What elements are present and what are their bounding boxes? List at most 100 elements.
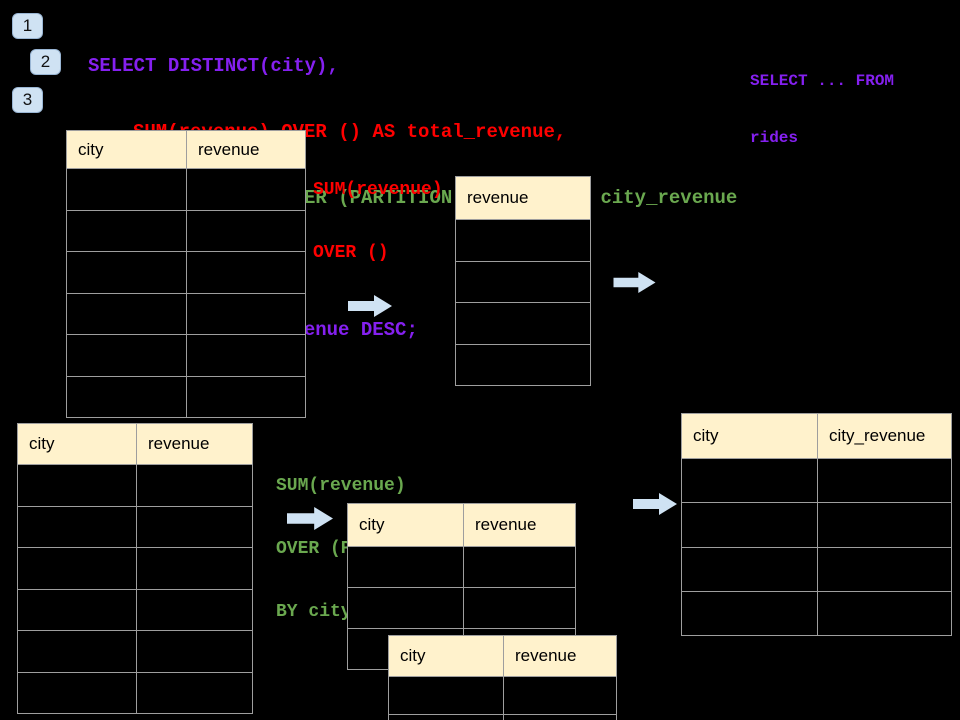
side-note-line-2: rides: [750, 129, 799, 147]
table-cell: [464, 588, 575, 628]
column-header: city: [682, 414, 818, 458]
table-cell: [187, 293, 305, 334]
table-cell: [348, 588, 464, 628]
column-header: revenue: [475, 515, 537, 534]
table-cell: [137, 465, 252, 506]
column-header: city: [348, 504, 464, 546]
table-row: [682, 502, 951, 547]
column-header: city: [18, 424, 137, 464]
annotation-total-line-2: OVER (): [313, 243, 389, 263]
table-total-revenue: revenue: [455, 176, 591, 386]
table-row: [348, 546, 575, 587]
table-cell: [18, 465, 137, 506]
table-row: [18, 671, 252, 713]
flow-arrow-to-partition: [287, 507, 333, 530]
table-partition-overlay: city revenue: [388, 635, 617, 720]
table-cell: [187, 210, 305, 251]
table-source-top: city revenue: [66, 130, 306, 418]
table-row: [456, 343, 590, 385]
table-row: [348, 587, 575, 628]
table-cell: [818, 591, 951, 635]
table-header-row: revenue: [456, 177, 590, 219]
table-cell: [456, 344, 590, 385]
table-row: [67, 375, 305, 417]
column-header: city: [389, 636, 504, 676]
table-row: [389, 714, 616, 720]
table-cell: [67, 376, 187, 417]
table-cell: [187, 252, 305, 293]
sql-line-select: SELECT DISTINCT(city),: [88, 55, 339, 77]
table-row: [18, 505, 252, 547]
flow-arrow-to-total: [348, 295, 392, 317]
table-row: [18, 547, 252, 589]
table-row: [682, 546, 951, 591]
column-header: revenue: [515, 646, 577, 665]
table-cell: [67, 252, 187, 293]
table-cell: [818, 503, 951, 547]
table-cell: [456, 220, 590, 261]
table-row: [456, 219, 590, 261]
flow-arrow-to-result: [633, 493, 677, 515]
column-header: revenue: [467, 188, 529, 207]
step-badge-3: 3: [12, 87, 43, 113]
column-header: revenue: [198, 139, 260, 159]
step-badge-2: 2: [30, 49, 61, 75]
table-cell: [682, 503, 818, 547]
step-badge-1: 1: [12, 13, 43, 39]
table-cell: [818, 459, 951, 503]
table-row: [18, 464, 252, 506]
table-header-row: city revenue: [348, 504, 575, 546]
table-cell: [818, 547, 951, 591]
table-cell: [18, 672, 137, 713]
table-cell: [456, 261, 590, 302]
table-cell: [137, 672, 252, 713]
table-cell: [187, 376, 305, 417]
table-cell: [67, 169, 187, 210]
table-row: [682, 590, 951, 635]
flow-arrow-from-total: [613, 272, 656, 293]
table-cell: [682, 459, 818, 503]
table-cell: [18, 631, 137, 672]
table-cell: [137, 589, 252, 630]
table-row: [682, 458, 951, 503]
table-header-row: city revenue: [67, 131, 305, 168]
column-header: city_revenue: [829, 426, 926, 445]
table-row: [456, 302, 590, 344]
table-row: [67, 334, 305, 376]
side-note: SELECT ... FROM rides: [750, 34, 894, 186]
table-cell: [18, 589, 137, 630]
column-header: city: [67, 131, 187, 168]
table-cell: [18, 506, 137, 547]
table-cell: [389, 715, 504, 720]
table-cell: [187, 169, 305, 210]
table-cell: [137, 631, 252, 672]
table-cell: [504, 677, 616, 714]
table-cell: [187, 335, 305, 376]
table-row: [456, 260, 590, 302]
table-cell: [504, 715, 616, 720]
table-cell: [67, 335, 187, 376]
table-cell: [348, 547, 464, 587]
table-row: [67, 251, 305, 293]
table-cell: [67, 210, 187, 251]
table-cell: [67, 293, 187, 334]
table-cell: [456, 303, 590, 344]
table-cell: [137, 506, 252, 547]
table-row: [18, 630, 252, 672]
annotation-total-revenue: SUM(revenue) OVER (): [313, 138, 443, 306]
table-header-row: city city_revenue: [682, 414, 951, 458]
annotation-total-line-1: SUM(revenue): [313, 180, 443, 200]
table-row: [18, 588, 252, 630]
table-result-right: city city_revenue: [681, 413, 952, 636]
table-cell: [137, 548, 252, 589]
table-row: [67, 292, 305, 334]
annotation-partition-line-1: SUM(revenue): [276, 476, 406, 496]
table-cell: [682, 547, 818, 591]
table-cell: [389, 677, 504, 714]
table-header-row: city revenue: [389, 636, 616, 676]
table-cell: [464, 547, 575, 587]
table-cell: [18, 548, 137, 589]
side-note-line-1: SELECT ... FROM: [750, 72, 895, 90]
